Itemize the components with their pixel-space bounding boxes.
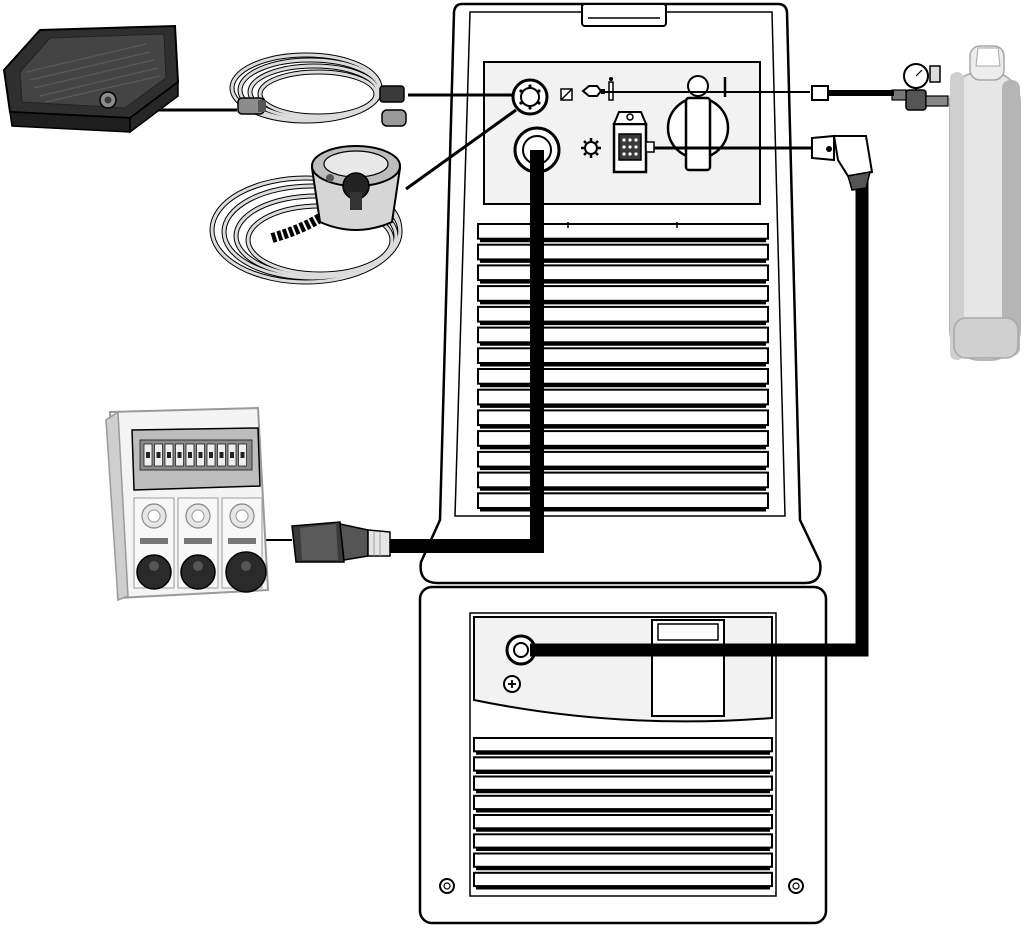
cooling-unit-inner-panel (469, 612, 777, 897)
power-sockets (133, 497, 267, 593)
distribution-socket (221, 497, 267, 593)
vent-slat (473, 737, 773, 753)
hand-remote-control (209, 145, 403, 285)
socket-cover (180, 554, 216, 590)
circuit-breakers (143, 443, 247, 467)
interconnect-hose-connector (811, 134, 874, 191)
breaker-toggle (209, 452, 213, 458)
vent-slat (477, 368, 769, 385)
distribution-board (105, 406, 270, 602)
cooling-unit-foot-screws (439, 878, 804, 894)
breaker-toggle (156, 452, 161, 458)
vent-slat (477, 409, 769, 427)
vent-slat (473, 814, 773, 830)
welder-housing-inner-edge (454, 11, 786, 517)
vent-slat (473, 852, 773, 868)
vent-slat (477, 243, 769, 261)
vent-slat (473, 833, 773, 849)
vent-slat (473, 794, 773, 811)
power-switch-symbols (687, 75, 727, 97)
vent-slat (477, 388, 769, 406)
gas-hose-connector (811, 85, 829, 101)
fill-screw-icon (503, 675, 521, 693)
vent-slat (477, 347, 769, 364)
vent-slat (477, 326, 769, 344)
interconnect-control-socket (612, 111, 655, 174)
socket-cover (225, 551, 267, 593)
remote-cable-plug-left (237, 97, 266, 115)
remote-cable (229, 52, 407, 127)
hand-remote-to-socket-line (405, 108, 517, 191)
breaker-toggle (167, 452, 171, 458)
vent-slat (477, 471, 769, 489)
foot-pedal-remote (2, 24, 180, 134)
mains-plug (291, 521, 391, 563)
vent-slat (477, 223, 769, 240)
vent-slat (477, 450, 769, 468)
upper-ventilation-grille (477, 223, 769, 512)
vent-slat (473, 756, 773, 772)
vent-slat (477, 492, 769, 509)
vent-slat (477, 430, 769, 447)
breaker-toggle (188, 452, 192, 458)
vent-slat (473, 871, 773, 888)
remote-socket-symbol-icon (560, 88, 573, 101)
welding-machine (419, 2, 822, 585)
breaker-toggle (230, 452, 234, 458)
mains-power-cable (388, 150, 544, 553)
socket-cover (136, 554, 172, 590)
gas-hose (811, 85, 894, 101)
remote-cable-plug-right (379, 85, 407, 127)
breaker-toggle (146, 452, 150, 458)
breaker-toggle (198, 452, 203, 458)
interconnect-socket-symbol-icon (581, 138, 601, 158)
distribution-socket (177, 497, 219, 590)
breaker-toggle (219, 452, 224, 458)
remote-control-socket (511, 78, 549, 116)
breaker-toggle (177, 452, 182, 458)
main-power-switch (666, 96, 730, 172)
vent-slat (477, 285, 769, 302)
cooling-unit-front-panel (473, 616, 773, 723)
shielding-gas-cylinder (949, 45, 1021, 361)
pressure-regulator (891, 63, 949, 111)
cooling-unit (418, 585, 828, 925)
vent-slat (473, 775, 773, 791)
vent-slat (477, 264, 769, 282)
vent-slat (477, 305, 769, 323)
carry-handle (581, 3, 667, 27)
distribution-socket (133, 497, 175, 590)
gas-connection-nipple (581, 85, 605, 97)
lower-ventilation-grille (473, 737, 773, 890)
breaker-toggle (240, 452, 245, 458)
